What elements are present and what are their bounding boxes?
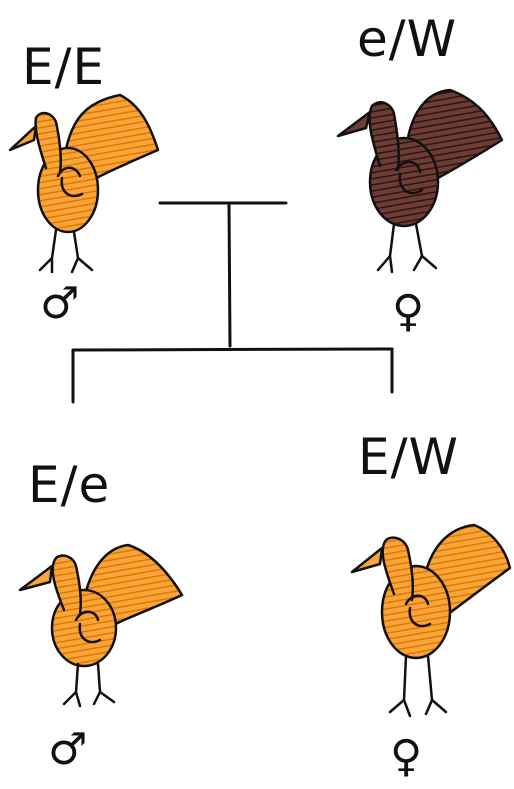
turkey-offspring-male [18,543,184,708]
female-symbol-parent: ♀ [392,286,425,337]
descent-line [227,201,232,348]
beak [18,564,54,592]
pedigree-lines [71,201,394,404]
male-symbol-offspring: ♂ [48,724,88,775]
turkey-parent-male [8,93,160,274]
female-symbol-offspring: ♀ [390,731,423,782]
turkey-offspring-female [350,523,512,718]
wing-mark [74,610,102,644]
head-neck [381,536,415,602]
head-neck [51,554,83,616]
genotype-parent-male: E/E [22,38,106,96]
legs [388,654,448,718]
genotype-offspring-female: E/W [358,428,459,486]
wing-mark [404,594,432,628]
legs [376,222,438,274]
head-neck [368,101,401,172]
male-symbol-parent: ♂ [40,278,80,329]
beak [8,124,38,152]
genotype-parent-female: e/W [357,10,458,68]
head-neck [34,111,63,174]
sibship-line [71,347,394,352]
wing-mark [56,166,84,198]
wing-mark [394,160,424,195]
legs [62,662,116,708]
genotype-offspring-male: E/e [28,456,111,514]
beak [350,546,384,574]
legs [38,228,94,274]
turkey-parent-female [336,88,504,274]
beak [336,110,372,138]
